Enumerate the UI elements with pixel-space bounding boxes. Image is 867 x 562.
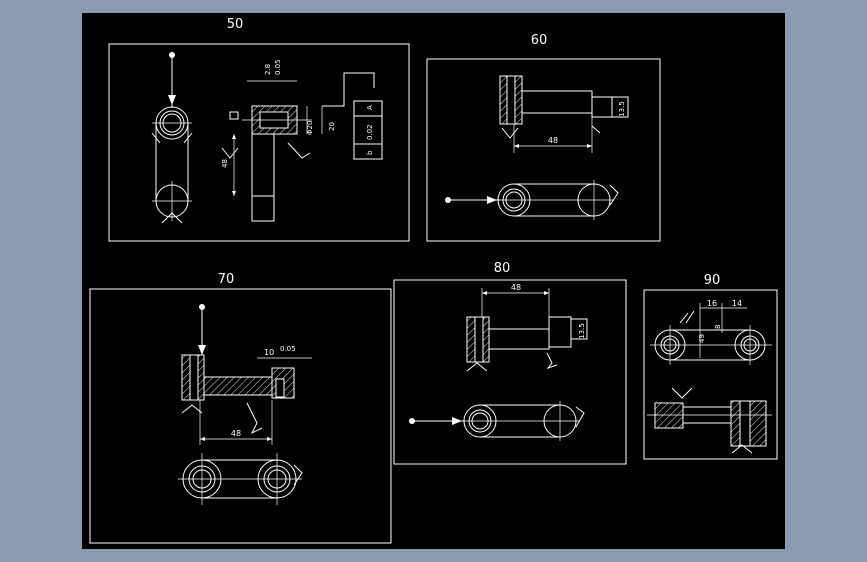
op-80-dim-height: 13.5: [578, 323, 586, 339]
op-90-dim-d: 8: [714, 325, 722, 329]
op-60-label: 60: [531, 33, 548, 48]
op-70-panel: 70 10 0.05 48: [89, 272, 392, 544]
op-50-frame-datum: A: [366, 105, 374, 110]
op-90-dim-b: 14: [732, 299, 742, 308]
op-50-panel: 50 48: [108, 17, 410, 242]
op-50-link-top-view: [151, 52, 193, 224]
op-70-dim-tol: 0.05: [280, 345, 296, 353]
op-90-label: 90: [704, 273, 721, 288]
op-80-link-top-view: [409, 401, 585, 441]
op-60-dim-height: 13.5: [618, 101, 626, 117]
op-50-frame-value: 0.02: [366, 124, 374, 140]
op-50-dim-tol: 0.05: [274, 59, 282, 75]
op-50-frame: [108, 43, 410, 242]
op-90-panel: 90 16 14 49 8: [643, 273, 778, 460]
op-80-label: 80: [494, 261, 511, 276]
op-50-dim-depth: 2.8: [264, 64, 272, 75]
op-50-frame-symbol: b: [366, 150, 374, 155]
op-60-frame: [426, 58, 661, 242]
op-80-section-view: 13.5 48: [466, 283, 588, 372]
op-90-frame: [643, 289, 778, 460]
op-70-dim-length: 48: [231, 429, 241, 438]
op-60-section-view: 13.5 48: [499, 75, 629, 153]
op-90-link-top-view: 16 14 49 8: [650, 299, 772, 365]
op-90-dim-a: 16: [707, 299, 717, 308]
op-50-dim-width: 20: [328, 122, 336, 131]
op-60-dim-length: 48: [548, 136, 558, 145]
op-80-panel: 80 13.5 48: [393, 261, 627, 465]
op-80-frame: [393, 279, 627, 465]
op-70-label: 70: [218, 272, 235, 287]
op-50-dim-length: 48: [221, 159, 229, 168]
op-80-dim-length: 48: [511, 283, 521, 292]
op-90-section-view: [647, 387, 772, 454]
op-70-section-view: 10 0.05 48: [181, 304, 312, 445]
op-50-dim-bore: Φ20: [306, 121, 314, 135]
cad-drawing: 50 48: [89, 17, 778, 544]
op-70-dim-width: 10: [264, 348, 274, 357]
op-60-link-top-view: [445, 180, 619, 220]
op-60-panel: 60 13.5 48: [426, 33, 661, 242]
op-50-section-view: 48 2.8 0.05 Φ20 20: [221, 59, 375, 222]
op-90-dim-c: 49: [698, 334, 706, 343]
op-50-label: 50: [227, 17, 244, 32]
op-70-frame: [89, 288, 392, 544]
drawing-canvas: 50 48: [82, 13, 785, 549]
op-50-locator-dot: [169, 52, 175, 58]
op-70-link-top-view: [178, 453, 303, 505]
op-50-tolerance-frame: A 0.02 b: [353, 100, 383, 160]
